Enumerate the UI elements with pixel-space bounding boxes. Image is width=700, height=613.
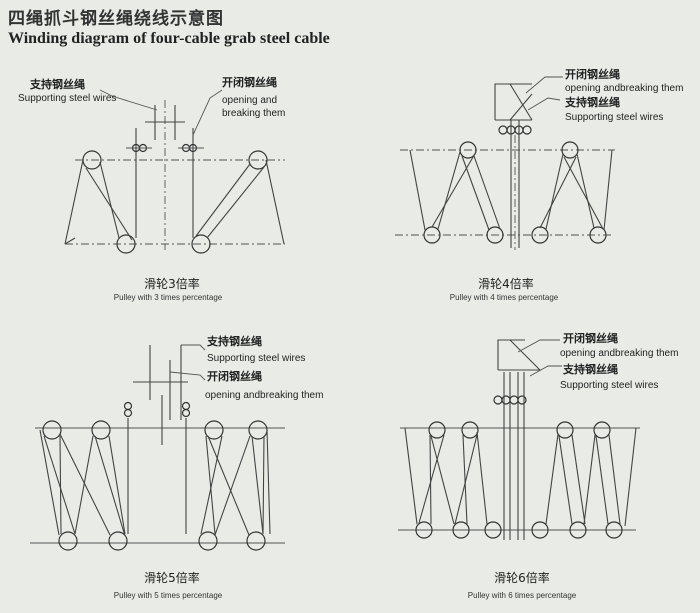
label-opening-en-1: opening and <box>222 95 277 106</box>
top-pulley <box>428 421 446 439</box>
caption-6-zh: 滑轮6倍率 <box>494 570 550 585</box>
caption-4-zh: 滑轮4倍率 <box>478 276 534 291</box>
top-pulley <box>461 421 479 439</box>
leader-line <box>517 339 560 353</box>
small-sheave <box>123 408 133 418</box>
label-supporting-en: Supporting steel wires <box>18 93 116 104</box>
top-pulley <box>91 420 111 440</box>
label-opening-zh: 开闭钢丝绳 <box>563 331 618 345</box>
label-opening-en-2: breaking them <box>222 108 285 119</box>
diagram-4-times: 开闭钢丝绳 opening andbreaking them 支持钢丝绳 Sup… <box>395 67 683 302</box>
small-sheave <box>501 395 511 405</box>
small-sheave <box>181 401 191 411</box>
bottom-pulley <box>569 521 587 539</box>
caption-5-en: Pulley with 5 times percentage <box>114 591 223 600</box>
bottom-pulley <box>589 226 607 244</box>
top-pulley <box>561 141 579 159</box>
label-opening-en: opening andbreaking them <box>205 390 323 401</box>
top-pulley <box>556 421 574 439</box>
label-supporting-zh: 支持钢丝绳 <box>562 362 618 376</box>
label-supporting-en: Supporting steel wires <box>565 112 663 123</box>
caption-3-zh: 滑轮3倍率 <box>144 276 200 291</box>
label-opening-zh: 开闭钢丝绳 <box>207 369 262 383</box>
bottom-pulley <box>484 521 502 539</box>
leader-line <box>525 76 563 94</box>
label-supporting-zh: 支持钢丝绳 <box>206 334 262 348</box>
leader-line <box>99 89 158 111</box>
small-sheave <box>123 401 133 411</box>
top-pulley <box>593 421 611 439</box>
bottom-pulley <box>108 531 128 551</box>
bottom-pulley <box>605 521 623 539</box>
bottom-pulley <box>452 521 470 539</box>
leader-line <box>527 97 561 111</box>
caption-3-en: Pulley with 3 times percentage <box>114 293 223 302</box>
label-supporting-en: Supporting steel wires <box>207 353 305 364</box>
small-sheave <box>517 395 527 405</box>
leader-line <box>181 344 206 351</box>
bottom-pulley <box>415 521 433 539</box>
diagram-3-times: 支持钢丝绳 Supporting steel wires 开闭钢丝绳 openi… <box>18 75 285 302</box>
title-chinese: 四绳抓斗钢丝绳绕线示意图 <box>8 9 224 29</box>
title-english: Winding diagram of four-cable grab steel… <box>8 30 330 47</box>
bottom-pulley <box>531 521 549 539</box>
leader-line <box>529 365 562 377</box>
leader-line <box>169 371 206 381</box>
caption-6-en: Pulley with 6 times percentage <box>468 591 577 600</box>
small-sheave <box>498 125 508 135</box>
bottom-pulley <box>191 234 211 254</box>
caption-5-zh: 滑轮5倍率 <box>144 570 200 585</box>
top-pulley <box>248 150 268 170</box>
small-sheave <box>181 408 191 418</box>
bottom-pulley <box>486 226 504 244</box>
top-pulley <box>42 420 62 440</box>
label-opening-en: opening andbreaking them <box>565 83 683 94</box>
diagram-5-times: 支持钢丝绳 Supporting steel wires 开闭钢丝绳 openi… <box>30 334 323 600</box>
label-supporting-zh: 支持钢丝绳 <box>29 77 85 91</box>
small-sheave <box>493 395 503 405</box>
label-supporting-en: Supporting steel wires <box>560 380 658 391</box>
bottom-pulley <box>198 531 218 551</box>
label-opening-en: opening andbreaking them <box>560 348 678 359</box>
small-sheave <box>509 395 519 405</box>
diagram-6-times: 开闭钢丝绳 opening andbreaking them 支持钢丝绳 Sup… <box>398 331 678 600</box>
label-supporting-zh: 支持钢丝绳 <box>564 95 620 109</box>
small-sheave <box>522 125 532 135</box>
top-pulley <box>204 420 224 440</box>
caption-4-en: Pulley with 4 times percentage <box>450 293 559 302</box>
bottom-pulley <box>246 531 266 551</box>
label-opening-zh: 开闭钢丝绳 <box>222 75 277 89</box>
label-opening-zh: 开闭钢丝绳 <box>565 67 620 81</box>
bottom-pulley <box>116 234 136 254</box>
bottom-pulley <box>58 531 78 551</box>
top-pulley <box>459 141 477 159</box>
leader-line <box>192 89 223 136</box>
